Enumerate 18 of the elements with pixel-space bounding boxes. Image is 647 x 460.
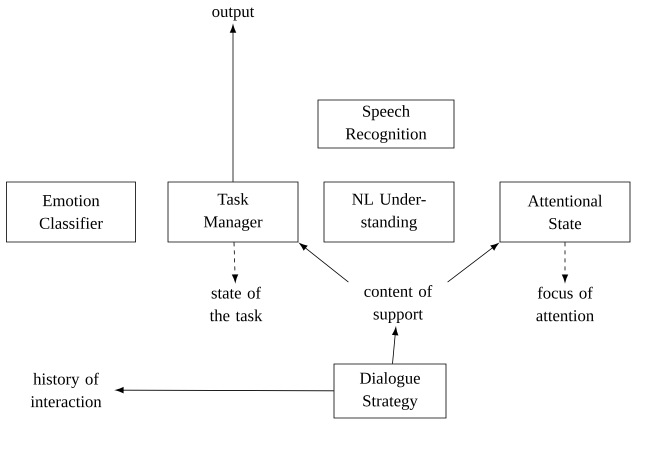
arrow	[562, 242, 568, 282]
process-box: Speech Recognition	[318, 100, 454, 148]
arrow	[392, 327, 398, 364]
arrow	[116, 387, 334, 394]
process-box: Attentional State	[500, 182, 630, 242]
arrow	[299, 243, 349, 282]
process-box: Task Manager	[168, 182, 298, 242]
process-box: Dialogue Strategy	[334, 364, 446, 418]
text-label: state of the task	[210, 286, 262, 322]
arrow	[230, 24, 236, 182]
process-box: NL Under-standing	[324, 182, 454, 242]
process-box: Emotion Classifier	[6, 182, 136, 242]
arrow	[232, 242, 238, 282]
text-label: history of interaction	[30, 372, 102, 408]
text-label: content of support	[364, 285, 432, 323]
text-label: output	[212, 8, 254, 20]
arrow	[447, 243, 499, 282]
text-label: focus of attention	[536, 286, 594, 322]
